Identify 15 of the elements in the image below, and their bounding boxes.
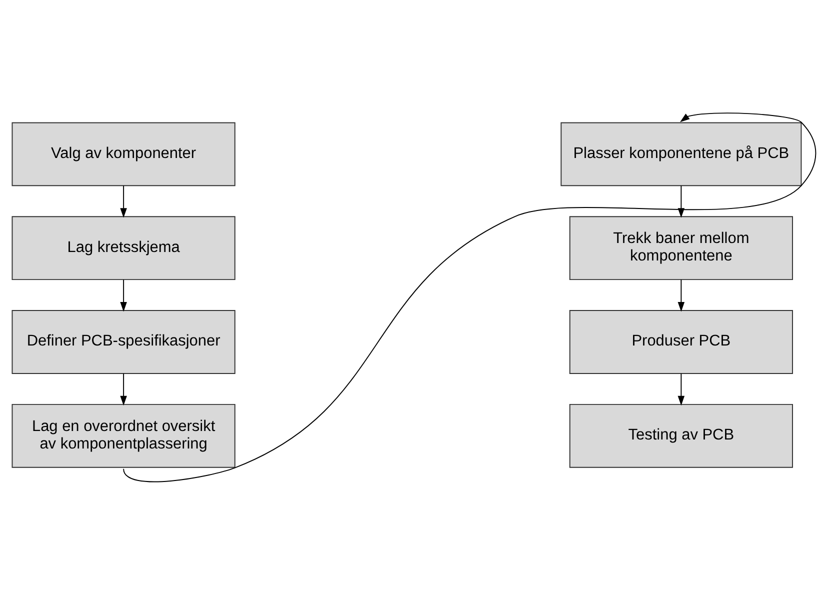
node-box: Testing av PCB bbox=[569, 404, 793, 468]
node-box: Trekk baner mellom komponentene bbox=[569, 216, 793, 280]
arrow bbox=[678, 373, 685, 406]
arrow bbox=[120, 373, 127, 406]
arrow bbox=[678, 185, 685, 218]
node-box: Valg av komponenter bbox=[12, 122, 236, 186]
node-box: Lag en overordnet oversikt av komponentplassering bbox=[12, 404, 236, 468]
node-box: Definer PCB-spesifikasjoner bbox=[12, 310, 236, 374]
arrow bbox=[120, 185, 127, 218]
node-box: Lag kretsskjema bbox=[12, 216, 236, 280]
node-box: Plasser komponentene på PCB bbox=[560, 122, 802, 186]
arrow bbox=[120, 279, 127, 312]
node-box: Produser PCB bbox=[569, 310, 793, 374]
arrow bbox=[678, 279, 685, 312]
arrow bbox=[123, 112, 816, 482]
